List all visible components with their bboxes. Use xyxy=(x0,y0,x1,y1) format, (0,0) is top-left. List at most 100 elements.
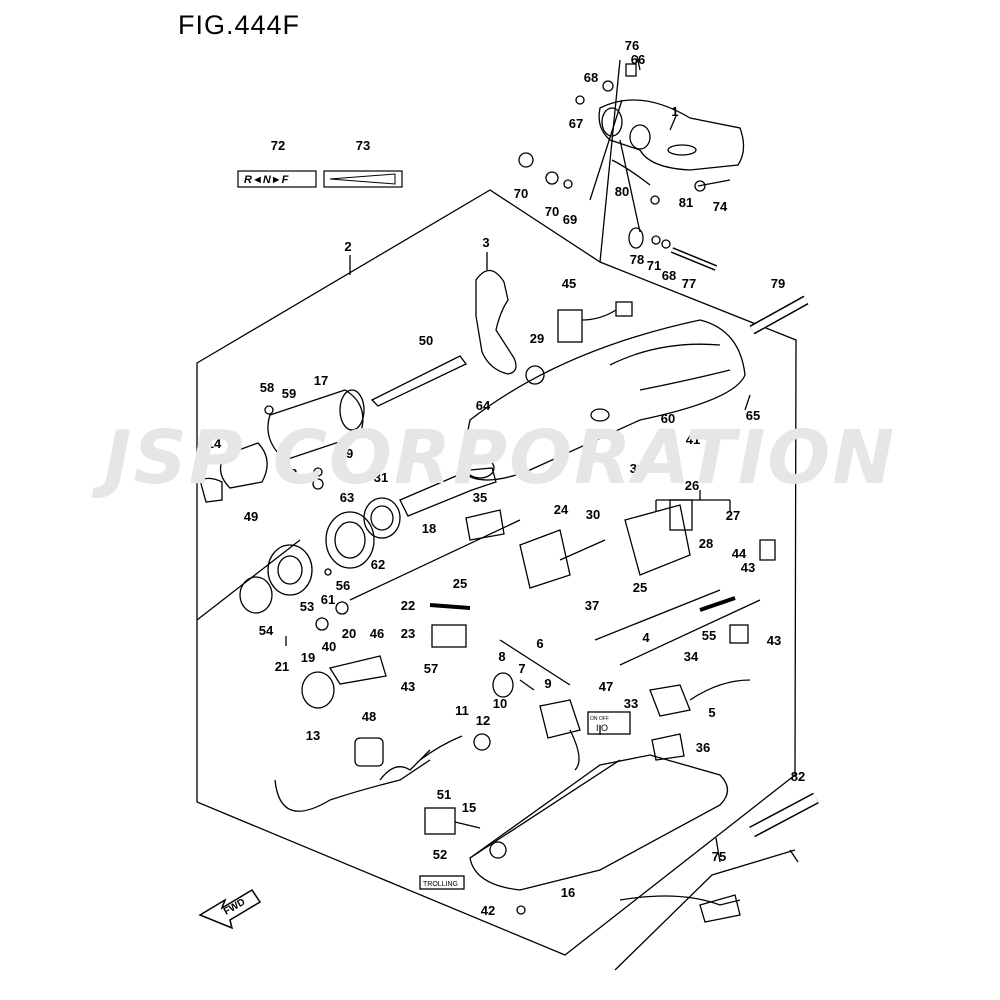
callout-20: 20 xyxy=(342,626,356,641)
callout-21: 21 xyxy=(275,659,289,674)
callout-54: 54 xyxy=(259,623,274,638)
callout-14: 14 xyxy=(207,436,222,451)
callout-40: 40 xyxy=(322,639,336,654)
callout-73: 73 xyxy=(356,138,370,153)
callout-70: 70 xyxy=(514,186,528,201)
bracket-part xyxy=(598,99,745,171)
callout-57: 57 xyxy=(424,661,438,676)
callout-50: 50 xyxy=(419,333,433,348)
callout-39: 39 xyxy=(339,446,353,461)
callout-78: 78 xyxy=(630,252,644,267)
callout-43: 43 xyxy=(767,633,781,648)
callout-34: 34 xyxy=(684,649,699,664)
callout-37: 37 xyxy=(585,598,599,613)
lower-cover xyxy=(469,754,729,891)
callout-33: 33 xyxy=(624,696,638,711)
callout-58: 58 xyxy=(260,380,274,395)
callout-62: 62 xyxy=(371,557,385,572)
callout-80: 80 xyxy=(615,184,629,199)
fwd-arrow: FWD xyxy=(198,888,262,930)
callout-41: 41 xyxy=(686,432,700,447)
callout-22: 22 xyxy=(401,598,415,613)
callout-51: 51 xyxy=(437,787,451,802)
callout-9: 9 xyxy=(544,676,551,691)
callout-76: 76 xyxy=(625,38,639,53)
callout-68: 68 xyxy=(662,268,676,283)
callout-1: 1 xyxy=(671,104,678,119)
figure-title: FIG.444F xyxy=(178,10,301,40)
callout-35: 35 xyxy=(473,490,487,505)
callout-19: 19 xyxy=(301,650,315,665)
callout-74: 74 xyxy=(713,199,728,214)
callout-66: 66 xyxy=(631,52,645,67)
callout-5: 5 xyxy=(708,705,715,720)
callout-42: 42 xyxy=(481,903,495,918)
callout-67: 67 xyxy=(569,116,583,131)
callout-25: 25 xyxy=(633,580,647,595)
callout-45: 45 xyxy=(562,276,576,291)
callout-11: 11 xyxy=(455,703,469,718)
callout-63: 63 xyxy=(340,490,354,505)
callout-30: 30 xyxy=(586,507,600,522)
callout-56: 56 xyxy=(336,578,350,593)
callout-36: 36 xyxy=(696,740,710,755)
callout-61: 61 xyxy=(321,592,335,607)
callout-43: 43 xyxy=(741,560,755,575)
trolling-decal-text: TROLLING xyxy=(423,881,458,888)
callout-77: 77 xyxy=(682,276,696,291)
switch-symbol-text: I O xyxy=(596,723,608,733)
callout-55: 55 xyxy=(702,628,716,643)
callout-79: 79 xyxy=(771,276,785,291)
callout-75: 75 xyxy=(712,849,726,864)
callout-43: 43 xyxy=(401,679,415,694)
callout-17: 17 xyxy=(314,373,328,388)
callout-6: 6 xyxy=(536,636,543,651)
callout-70: 70 xyxy=(545,204,559,219)
callout-46: 46 xyxy=(370,626,384,641)
callout-32: 32 xyxy=(630,461,644,476)
callout-81: 81 xyxy=(679,195,693,210)
callout-16: 16 xyxy=(561,885,575,900)
callout-15: 15 xyxy=(462,800,476,815)
callout-26: 26 xyxy=(685,478,699,493)
callout-47: 47 xyxy=(599,679,613,694)
callout-65: 65 xyxy=(746,408,760,423)
callout-12: 12 xyxy=(476,713,490,728)
callout-7: 7 xyxy=(518,661,525,676)
callout-24: 24 xyxy=(554,502,569,517)
control-handle-body xyxy=(459,319,746,481)
callout-27: 27 xyxy=(726,508,740,523)
callout-4: 4 xyxy=(642,630,650,645)
callout-2: 2 xyxy=(344,239,351,254)
watermark: JSP CORPORATION xyxy=(103,415,897,501)
lever-grip xyxy=(475,269,517,375)
callout-31: 31 xyxy=(374,470,388,485)
switch-label-text: ON OFF xyxy=(590,716,609,722)
callout-25: 25 xyxy=(453,576,467,591)
callout-48: 48 xyxy=(362,709,376,724)
callout-49: 49 xyxy=(244,509,258,524)
callout-52: 52 xyxy=(433,847,447,862)
callout-60: 60 xyxy=(661,411,675,426)
callout-68: 68 xyxy=(584,70,598,85)
callout-44: 44 xyxy=(732,546,747,561)
callout-69: 69 xyxy=(563,212,577,227)
callout-10: 10 xyxy=(493,696,507,711)
callout-29: 29 xyxy=(530,331,544,346)
callout-23: 23 xyxy=(401,626,415,641)
callout-38: 38 xyxy=(283,466,297,481)
callout-59: 59 xyxy=(282,386,296,401)
assembly-boundary xyxy=(196,189,797,956)
callout-18: 18 xyxy=(422,521,436,536)
callout-72: 72 xyxy=(271,138,285,153)
callout-13: 13 xyxy=(306,728,320,743)
shift-decal: R◄N►F xyxy=(237,170,403,188)
callout-71: 71 xyxy=(647,258,661,273)
callout-28: 28 xyxy=(699,536,713,551)
callout-82: 82 xyxy=(791,769,805,784)
callout-3: 3 xyxy=(482,235,489,250)
callout-64: 64 xyxy=(476,398,491,413)
shift-decal-text: R◄N►F xyxy=(244,174,289,186)
